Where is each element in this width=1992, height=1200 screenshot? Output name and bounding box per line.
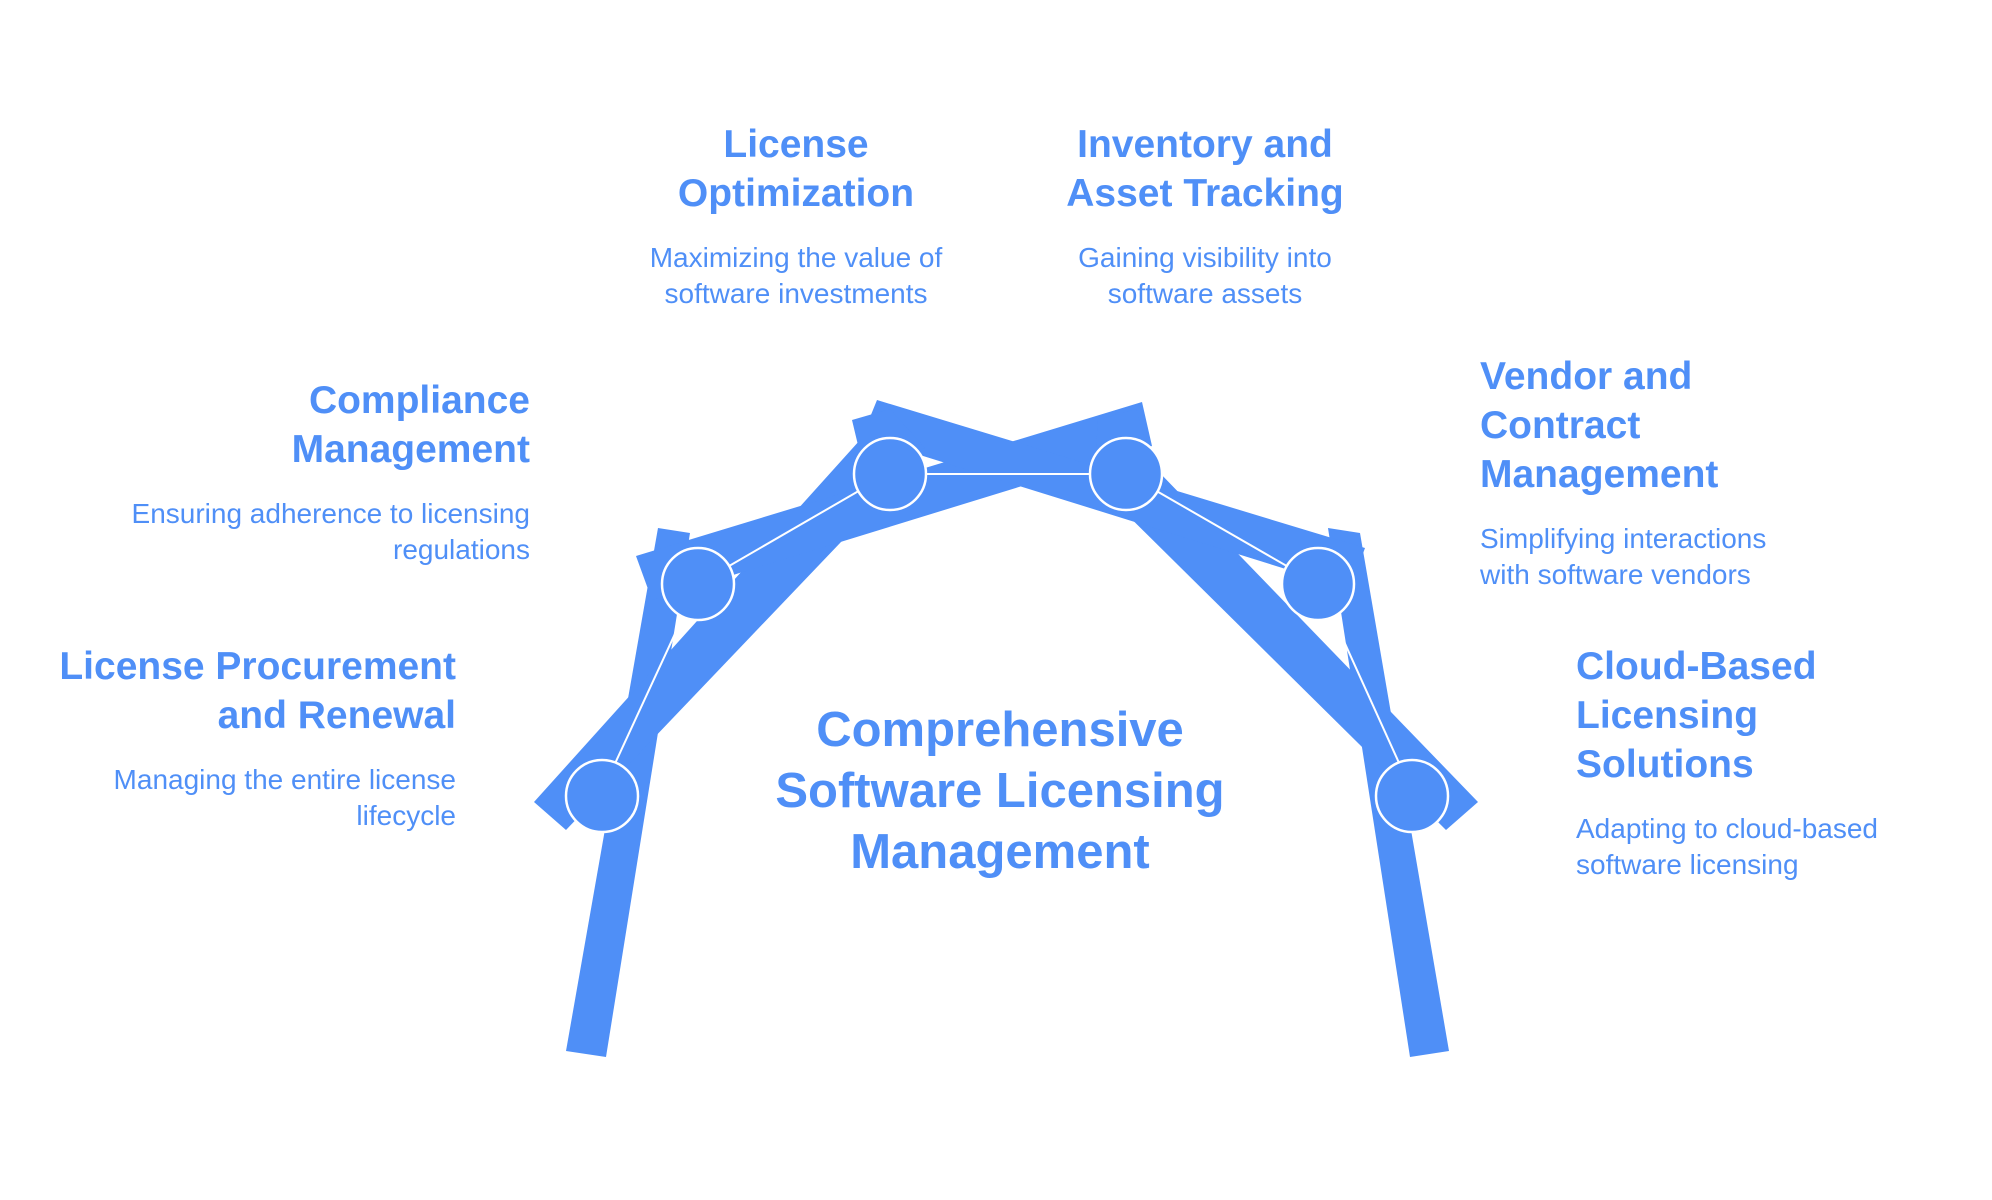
item-optimization: License Optimization Maximizing the valu… [586, 120, 1006, 312]
item-description: Ensuring adherence to licensing regulati… [131, 498, 530, 565]
item-vendor: Vendor and Contract Management Simplifyi… [1480, 352, 1800, 593]
joint-inventory [1088, 436, 1164, 512]
item-description: Gaining visibility into software assets [1078, 242, 1332, 309]
item-title: Cloud-Based Licensing Solutions [1576, 645, 1817, 786]
item-title: License Optimization [677, 123, 915, 215]
item-description: Maximizing the value of software investm… [649, 242, 943, 309]
item-compliance: Compliance Management Ensuring adherence… [110, 376, 530, 568]
center-title: Comprehensive Software Licensing Managem… [775, 703, 1225, 879]
item-cloud: Cloud-Based Licensing Solutions Adapting… [1576, 642, 1956, 883]
item-description: Simplifying interactions with software v… [1480, 523, 1767, 590]
item-description: Adapting to cloud-based software licensi… [1576, 813, 1878, 880]
connector-line [1317, 583, 1415, 797]
item-title: License Procurement and Renewal [59, 645, 456, 737]
joint-vendor [1280, 546, 1356, 622]
item-inventory: Inventory and Asset Tracking Gaining vis… [1050, 120, 1360, 312]
joint-optimization [852, 436, 928, 512]
joint-cloud [1374, 758, 1450, 834]
item-description: Managing the entire license lifecycle [113, 764, 456, 831]
joint-compliance [660, 546, 736, 622]
item-title: Vendor and Contract Management [1480, 355, 1719, 496]
joint-procurement [564, 758, 640, 834]
item-title: Compliance Management [291, 379, 530, 471]
connector-line [599, 583, 699, 797]
item-title: Inventory and Asset Tracking [1066, 123, 1344, 215]
item-procurement: License Procurement and Renewal Managing… [36, 642, 456, 834]
